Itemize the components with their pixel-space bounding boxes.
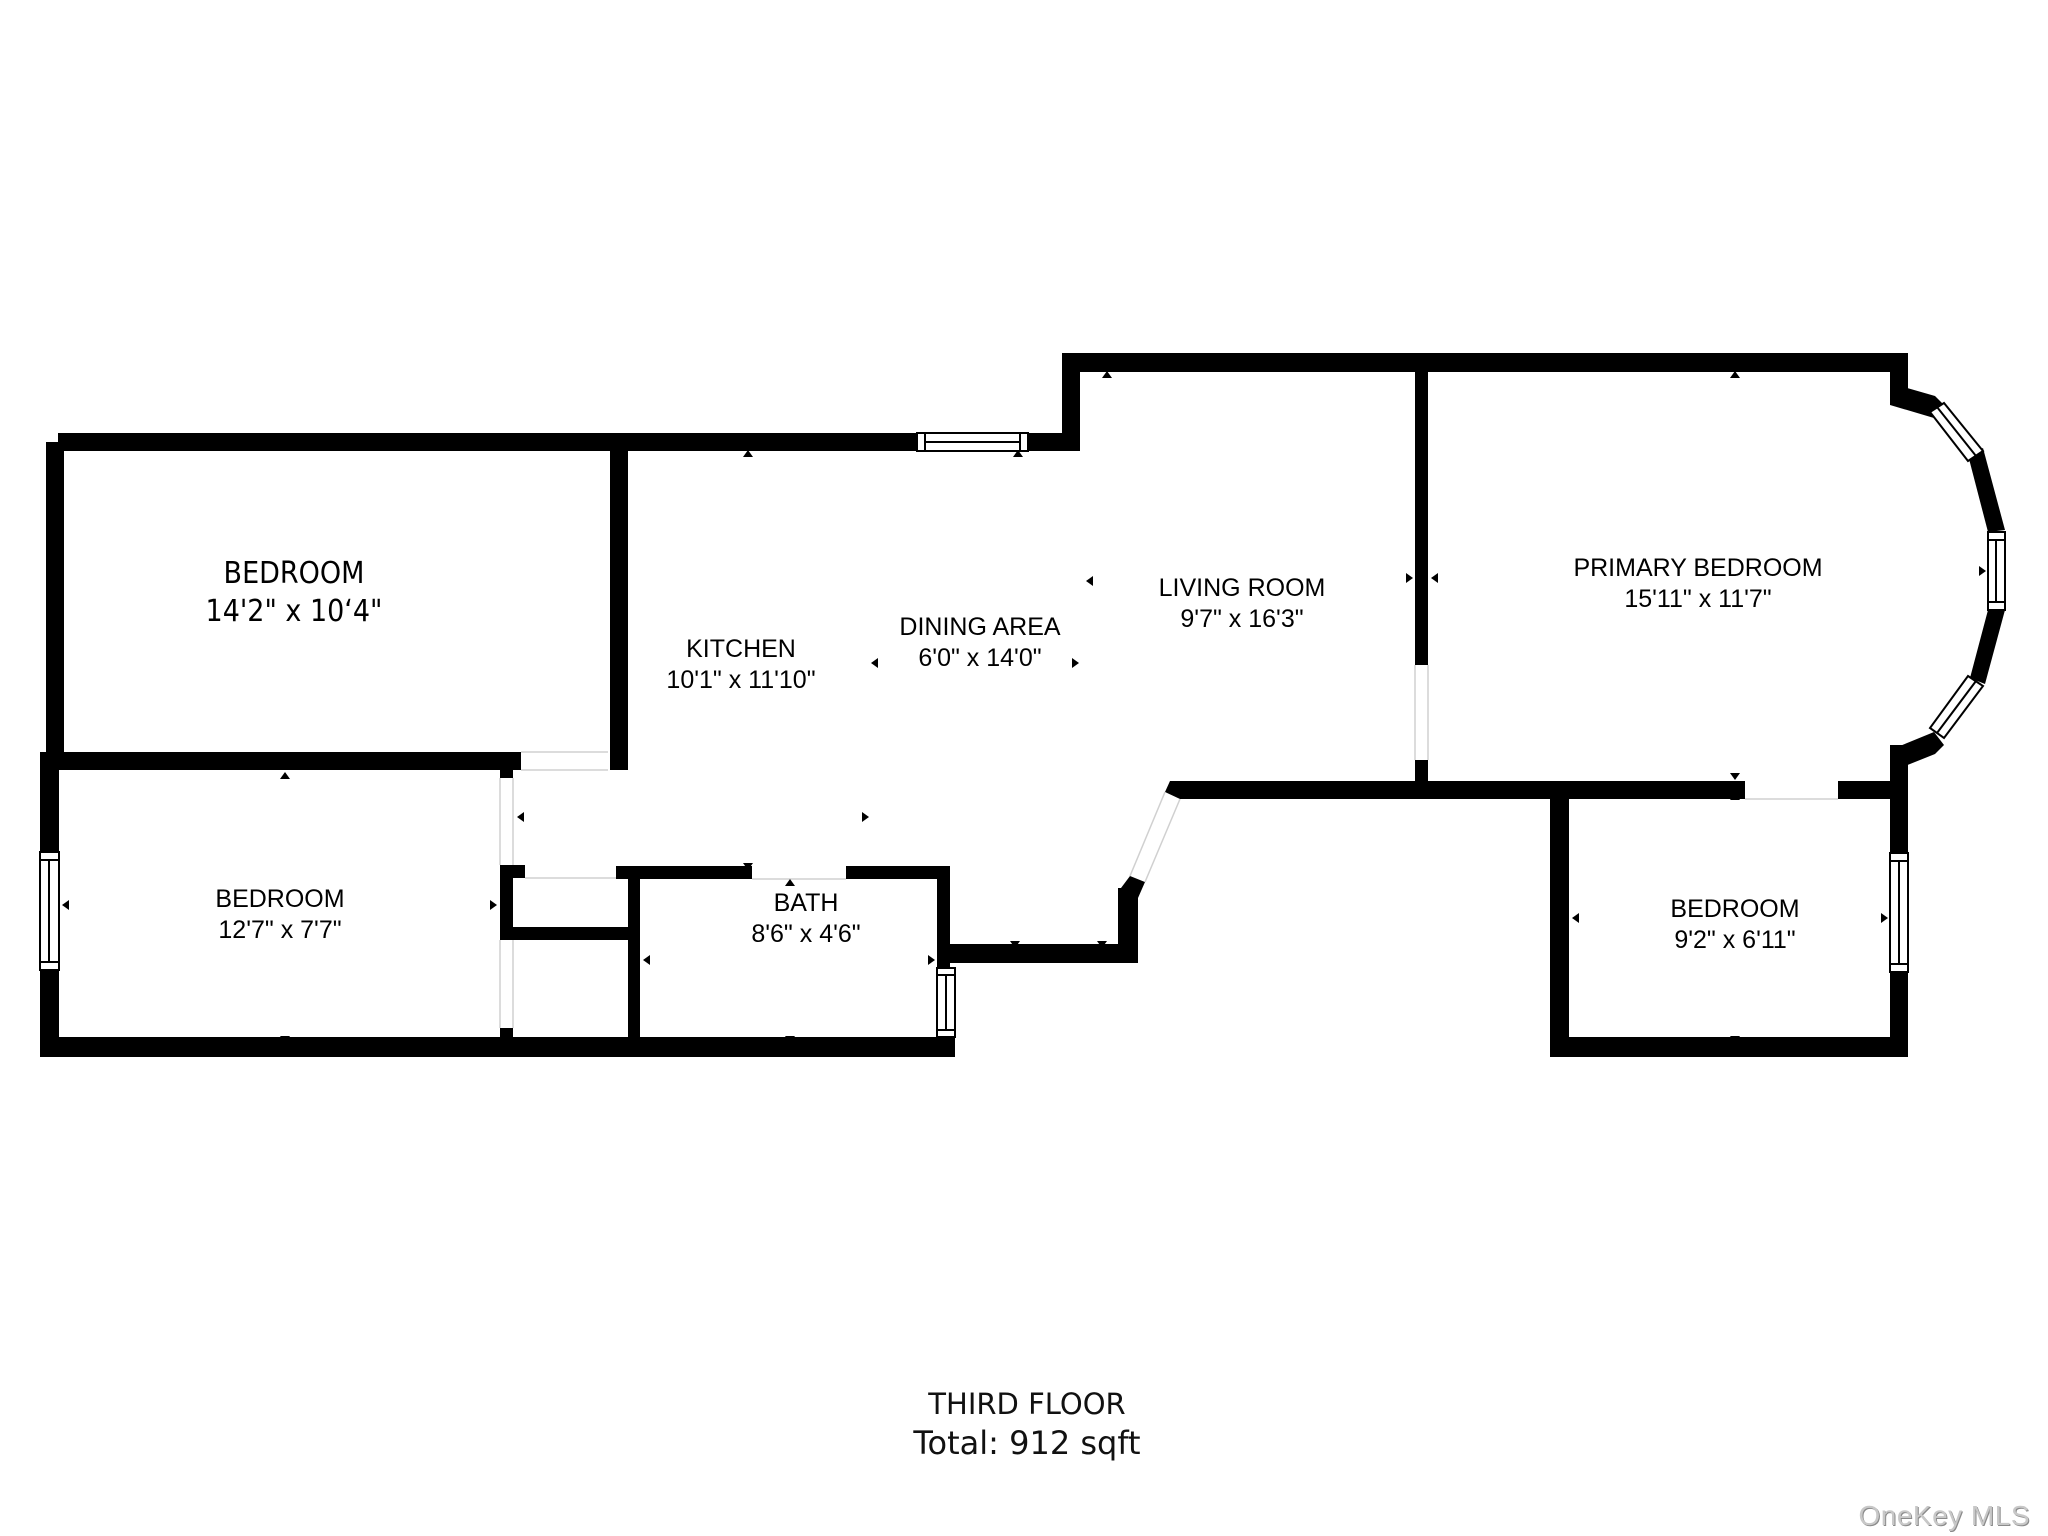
window-bay-upper <box>1928 401 1985 463</box>
room-name: LIVING ROOM <box>1158 574 1326 602</box>
room-dimensions: 9'2" x 6'11" <box>1674 926 1796 955</box>
windows <box>39 401 2006 1038</box>
wall-bath-right <box>937 866 950 968</box>
room-name: BEDROOM <box>223 556 365 591</box>
wall-bay-seg-2 <box>1968 448 2005 532</box>
mls-watermark: OneKey MLS <box>1858 1500 2030 1531</box>
wall-bottom-left <box>40 1037 955 1057</box>
wall-door-stub <box>500 770 513 778</box>
wall-bay-bottom-step <box>1890 745 1908 799</box>
wall-left-lower-a <box>40 752 59 852</box>
room-dimensions: 9'7" x 16'3" <box>1180 605 1304 634</box>
room-name: DINING AREA <box>899 613 1061 641</box>
room-name: KITCHEN <box>686 635 796 663</box>
floor-summary: THIRD FLOOR Total: 912 sqft <box>913 1386 1140 1464</box>
room-dimensions: 10'1" x 11'10" <box>666 666 816 695</box>
window-bath <box>936 967 956 1038</box>
wall-bay-seg-1 <box>1890 383 1944 418</box>
room-name: BEDROOM <box>1670 895 1800 923</box>
wall-living-primary-divider-a <box>1415 372 1428 665</box>
wall-closet-bottom-stub <box>500 1028 513 1040</box>
wall-nook-bottom <box>937 944 1138 963</box>
wall-closet-shelf <box>500 927 630 940</box>
wall-top-main <box>1062 353 1908 372</box>
total-area: Total: 912 sqft <box>913 1424 1141 1463</box>
room-name: BEDROOM <box>215 885 345 913</box>
room-label-bedroom-1: BEDROOM 14'2" x 10‘4" <box>206 555 383 630</box>
wall-bay-seg-3 <box>1970 610 2005 684</box>
wall-nook-cap <box>1118 876 1145 898</box>
wall-small-bedroom-bottom <box>1550 1037 1908 1057</box>
dimension-markers <box>62 371 1986 1043</box>
walls <box>40 353 2005 1057</box>
window-bay-lower <box>1928 674 1985 740</box>
wall-closet-left <box>500 865 513 940</box>
wall-nook-right <box>1118 888 1138 963</box>
wall-bedroom-divider <box>40 752 521 770</box>
window-left-bedroom <box>39 851 60 971</box>
wall-kitchen-left <box>610 451 628 770</box>
room-label-kitchen: KITCHEN 10'1" x 11'10" <box>666 634 815 697</box>
wall-small-bedroom-right-b <box>1890 972 1908 1057</box>
wall-left-lower-b <box>40 970 59 1057</box>
floor-name: THIRD FLOOR <box>928 1387 1126 1421</box>
wall-bath-top-b <box>846 866 950 879</box>
wall-bath-left <box>628 866 640 1041</box>
wall-left-upper <box>46 442 64 760</box>
wall-small-bedroom-left <box>1550 790 1569 1057</box>
room-label-dining-area: DINING AREA 6'0" x 14'0" <box>899 612 1060 675</box>
room-dimensions: 8'6" x 4'6" <box>751 920 861 949</box>
wall-closet-top-stub <box>500 865 525 878</box>
door-openings <box>499 665 1838 1028</box>
room-label-bedroom-2: BEDROOM 12'7" x 7'7" <box>215 884 344 947</box>
room-label-primary-bedroom: PRIMARY BEDROOM 15'11" x 11'7" <box>1573 553 1822 616</box>
room-dimensions: 15'11" x 11'7" <box>1624 585 1772 614</box>
room-name: BATH <box>773 889 839 917</box>
wall-bath-top-a <box>616 866 752 879</box>
room-label-bath: BATH 8'6" x 4'6" <box>751 888 860 951</box>
wall-top-left <box>58 433 1080 451</box>
wall-primary-bottom-a <box>1165 781 1745 799</box>
room-label-living-room: LIVING ROOM 9'7" x 16'3" <box>1159 573 1326 636</box>
window-kitchen <box>916 432 1029 452</box>
window-small-bedroom <box>1889 852 1909 973</box>
wall-step <box>1062 353 1080 451</box>
window-bay-center <box>1987 531 2006 611</box>
room-dimensions: 14'2" x 10‘4" <box>205 593 383 629</box>
room-label-bedroom-3: BEDROOM 9'2" x 6'11" <box>1670 894 1799 957</box>
room-dimensions: 6'0" x 14'0" <box>918 644 1042 673</box>
room-name: PRIMARY BEDROOM <box>1573 554 1823 582</box>
room-dimensions: 12'7" x 7'7" <box>218 916 342 945</box>
